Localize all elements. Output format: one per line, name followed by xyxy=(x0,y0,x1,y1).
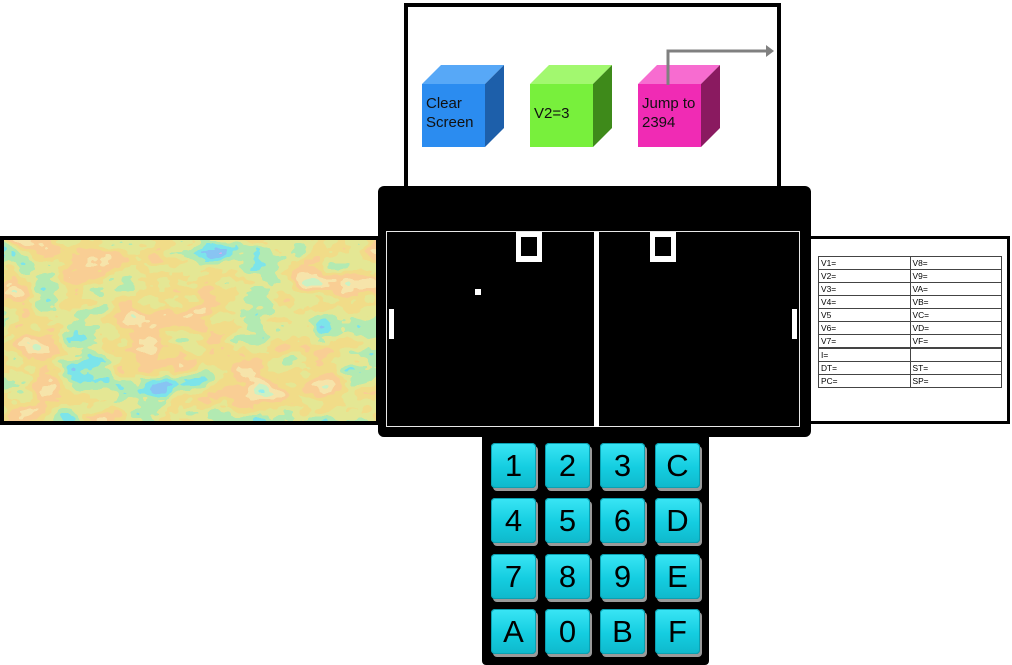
register-cell: V1= xyxy=(818,256,911,270)
register-cell: V5 xyxy=(818,308,911,322)
table-row: PC=SP= xyxy=(818,374,1002,388)
key-4[interactable]: 4 xyxy=(491,498,536,543)
score-left xyxy=(516,232,542,262)
register-cell: V8= xyxy=(909,256,1002,270)
table-row: V4=VB= xyxy=(818,295,1002,309)
instruction-label: V2=3 xyxy=(534,105,570,122)
register-cell: VF= xyxy=(909,334,1002,349)
register-cell: V3= xyxy=(818,282,911,296)
ball xyxy=(475,289,481,295)
register-cell: VB= xyxy=(909,295,1002,309)
key-f[interactable]: F xyxy=(655,609,700,654)
register-cell: V2= xyxy=(818,269,911,283)
left-paddle xyxy=(389,309,394,339)
key-e[interactable]: E xyxy=(655,554,700,599)
register-cell: V6= xyxy=(818,321,911,335)
register-cell: VC= xyxy=(909,308,1002,322)
register-cell: VD= xyxy=(909,321,1002,335)
key-5[interactable]: 5 xyxy=(545,498,590,543)
table-row: V2=V9= xyxy=(818,269,1002,283)
hex-keypad: 1 2 3 C 4 5 6 D 7 8 9 E A 0 B F xyxy=(482,432,709,665)
table-row: DT=ST= xyxy=(818,361,1002,375)
game-screen xyxy=(386,231,800,427)
score-right xyxy=(650,232,676,262)
instruction-panel: Clear Screen V2=3 Jump to 2394 xyxy=(404,3,781,190)
table-row: V1=V8= xyxy=(818,256,1002,270)
register-cell xyxy=(909,347,1002,362)
key-d[interactable]: D xyxy=(655,498,700,543)
register-cell: PC= xyxy=(818,374,911,388)
instruction-label: Clear Screen xyxy=(426,95,474,131)
table-row: V3=VA= xyxy=(818,282,1002,296)
key-6[interactable]: 6 xyxy=(600,498,645,543)
key-b[interactable]: B xyxy=(600,609,645,654)
key-7[interactable]: 7 xyxy=(491,554,536,599)
key-a[interactable]: A xyxy=(491,609,536,654)
instruction-label: Jump to 2394 xyxy=(642,95,696,131)
register-cell: DT= xyxy=(818,361,911,375)
key-1[interactable]: 1 xyxy=(491,443,536,488)
key-0[interactable]: 0 xyxy=(545,609,590,654)
register-cell: ST= xyxy=(909,361,1002,375)
instruction-block-clear-screen: Clear Screen xyxy=(422,65,504,147)
register-cell: SP= xyxy=(909,374,1002,388)
right-paddle xyxy=(792,309,797,339)
register-cell: V4= xyxy=(818,295,911,309)
instruction-block-jump: Jump to 2394 xyxy=(638,65,720,147)
jump-arrow-icon xyxy=(666,45,774,85)
table-row: V7=VF= xyxy=(818,334,1002,349)
register-cell: VA= xyxy=(909,282,1002,296)
memory-heatmap xyxy=(0,236,380,425)
register-cell: I= xyxy=(818,347,911,362)
center-net xyxy=(594,232,599,427)
instruction-block-set-register: V2=3 xyxy=(530,65,612,147)
key-9[interactable]: 9 xyxy=(600,554,645,599)
table-row: I= xyxy=(818,347,1002,362)
key-3[interactable]: 3 xyxy=(600,443,645,488)
table-row: V6=VD= xyxy=(818,321,1002,335)
key-2[interactable]: 2 xyxy=(545,443,590,488)
noise-texture xyxy=(4,240,376,421)
key-8[interactable]: 8 xyxy=(545,554,590,599)
register-cell: V9= xyxy=(909,269,1002,283)
key-c[interactable]: C xyxy=(655,443,700,488)
display-housing xyxy=(378,186,811,437)
register-cell: V7= xyxy=(818,334,911,349)
